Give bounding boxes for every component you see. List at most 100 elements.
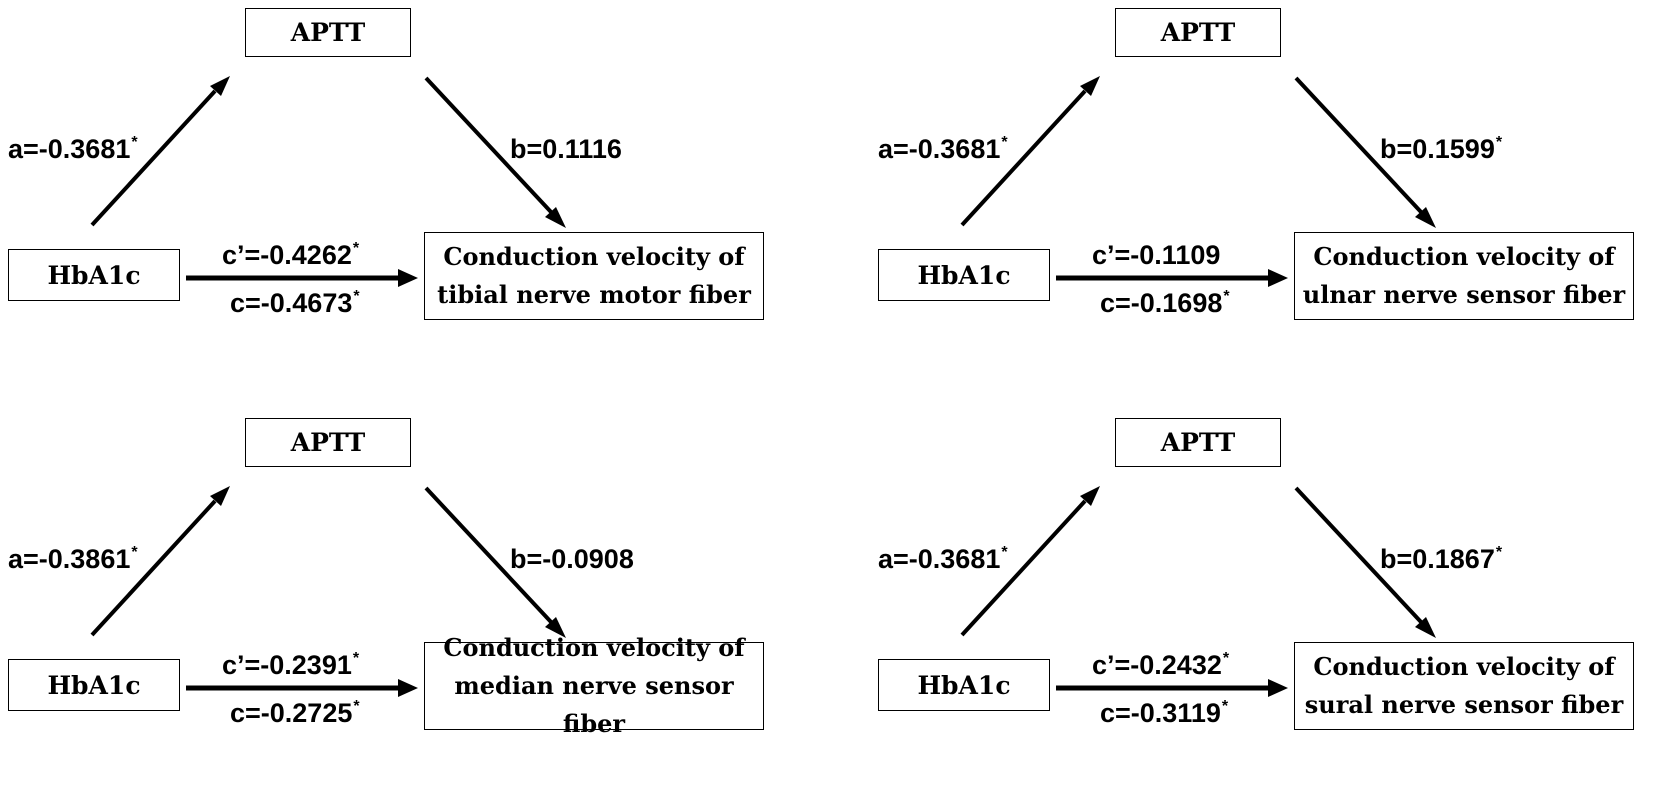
arrowhead-b bbox=[545, 617, 566, 638]
predictor-box: HbA1c bbox=[878, 249, 1050, 301]
coef-c-prime: c’=-0.1109 bbox=[1092, 240, 1221, 271]
mediator-box: APTT bbox=[1115, 418, 1281, 467]
predictor-label: HbA1c bbox=[47, 670, 141, 700]
path-arrows bbox=[960, 76, 1436, 287]
coef-a-value: a=-0.3681 bbox=[8, 134, 131, 164]
arrowhead-a bbox=[1080, 76, 1100, 96]
coef-c-value: c=-0.2725 bbox=[230, 698, 353, 728]
arrowhead-c bbox=[398, 269, 418, 287]
coef-a: a=-0.3861* bbox=[8, 544, 138, 575]
outcome-box: Conduction velocity of ulnar nerve senso… bbox=[1294, 232, 1634, 320]
coef-a-value: a=-0.3681 bbox=[878, 544, 1001, 574]
outcome-line-2: tibial nerve motor fiber bbox=[437, 280, 751, 309]
outcome-line-2: sural nerve sensor fiber bbox=[1304, 690, 1624, 719]
arrowhead-c bbox=[398, 679, 418, 697]
coef-a-sig: * bbox=[1001, 134, 1008, 151]
mediator-label: APTT bbox=[1160, 18, 1236, 47]
coef-c-prime-sig: * bbox=[352, 650, 360, 667]
coef-c-value: c=-0.1698 bbox=[1100, 288, 1223, 318]
arrow-a bbox=[90, 89, 217, 227]
arrow-b bbox=[424, 76, 553, 214]
coef-b: b=0.1599* bbox=[1380, 134, 1502, 165]
outcome-line-2: ulnar nerve sensor fiber bbox=[1302, 280, 1626, 309]
mediation-panel-tibial: APTT HbA1c Conduction velocity of tibial… bbox=[0, 0, 827, 381]
mediator-label: APTT bbox=[290, 428, 366, 457]
arrowhead-c bbox=[1268, 269, 1288, 287]
coef-b-value: b=0.1599 bbox=[1380, 134, 1495, 164]
coef-c-prime-sig: * bbox=[1222, 650, 1230, 667]
mediator-label: APTT bbox=[1160, 428, 1236, 457]
coef-b-value: b=0.1116 bbox=[510, 134, 622, 164]
predictor-box: HbA1c bbox=[8, 249, 180, 301]
outcome-line-2: median nerve sensor fiber bbox=[454, 671, 734, 738]
coef-c-prime: c’=-0.4262* bbox=[222, 240, 359, 271]
arrow-b bbox=[424, 486, 553, 624]
coef-b: b=0.1867* bbox=[1380, 544, 1502, 575]
coef-b: b=0.1116 bbox=[510, 134, 623, 165]
arrowhead-b bbox=[1415, 207, 1436, 228]
mediation-panel-median: APTT HbA1c Conduction velocity of median… bbox=[0, 410, 827, 791]
arrowhead-a bbox=[1080, 486, 1100, 506]
outcome-box: Conduction velocity of median nerve sens… bbox=[424, 633, 764, 738]
outcome-line-1: Conduction velocity of bbox=[1313, 652, 1615, 681]
coef-c-prime-value: c’=-0.1109 bbox=[1092, 240, 1221, 270]
arrowhead-a bbox=[210, 76, 230, 96]
coef-c-sig: * bbox=[1221, 698, 1229, 715]
coef-a-sig: * bbox=[131, 134, 138, 151]
coef-c-prime-value: c’=-0.4262 bbox=[222, 240, 352, 270]
mediation-panel-sural: APTT HbA1c Conduction velocity of sural … bbox=[870, 410, 1654, 791]
coef-b-value: b=-0.0908 bbox=[510, 544, 634, 574]
predictor-box: HbA1c bbox=[878, 659, 1050, 711]
mediator-box: APTT bbox=[245, 8, 411, 57]
outcome-line-1: Conduction velocity of bbox=[443, 242, 745, 271]
coef-c-prime: c’=-0.2432* bbox=[1092, 650, 1229, 681]
coef-c-value: c=-0.4673 bbox=[230, 288, 353, 318]
coef-c-value: c=-0.3119 bbox=[1100, 698, 1221, 728]
arrow-a bbox=[90, 499, 217, 637]
mediator-label: APTT bbox=[290, 18, 366, 47]
coef-c-prime-value: c’=-0.2391 bbox=[222, 650, 352, 680]
coef-c: c=-0.3119* bbox=[1100, 698, 1228, 729]
arrow-a bbox=[960, 89, 1087, 227]
predictor-label: HbA1c bbox=[917, 260, 1011, 290]
coef-c: c=-0.2725* bbox=[230, 698, 360, 729]
predictor-label: HbA1c bbox=[917, 670, 1011, 700]
path-arrows bbox=[90, 76, 566, 287]
coef-c: c=-0.1698* bbox=[1100, 288, 1230, 319]
outcome-line-1: Conduction velocity of bbox=[443, 633, 745, 662]
coef-b-sig: * bbox=[1495, 544, 1503, 561]
coef-a: a=-0.3681* bbox=[878, 544, 1008, 575]
outcome-line-1: Conduction velocity of bbox=[1313, 242, 1615, 271]
path-arrows bbox=[960, 486, 1436, 697]
coef-a: a=-0.3681* bbox=[8, 134, 138, 165]
coef-c-sig: * bbox=[353, 698, 360, 715]
coef-a-value: a=-0.3681 bbox=[878, 134, 1001, 164]
mediator-box: APTT bbox=[245, 418, 411, 467]
arrowhead-a bbox=[210, 486, 230, 506]
arrowhead-b bbox=[1415, 617, 1436, 638]
mediator-box: APTT bbox=[1115, 8, 1281, 57]
coef-c-sig: * bbox=[353, 288, 360, 305]
coef-b: b=-0.0908 bbox=[510, 544, 635, 575]
coef-c-prime-sig: * bbox=[352, 240, 360, 257]
predictor-label: HbA1c bbox=[47, 260, 141, 290]
coef-c: c=-0.4673* bbox=[230, 288, 360, 319]
arrowhead-c bbox=[1268, 679, 1288, 697]
arrow-a bbox=[960, 499, 1087, 637]
predictor-box: HbA1c bbox=[8, 659, 180, 711]
coef-a-value: a=-0.3861 bbox=[8, 544, 131, 574]
arrowhead-b bbox=[545, 207, 566, 228]
coef-c-sig: * bbox=[1223, 288, 1230, 305]
mediation-diagrams: APTT HbA1c Conduction velocity of tibial… bbox=[0, 0, 1654, 738]
arrow-b bbox=[1294, 76, 1423, 214]
coef-b-value: b=0.1867 bbox=[1380, 544, 1495, 574]
coef-b-sig: * bbox=[1495, 134, 1503, 151]
outcome-box: Conduction velocity of sural nerve senso… bbox=[1294, 642, 1634, 730]
coef-a-sig: * bbox=[1001, 544, 1008, 561]
coef-a: a=-0.3681* bbox=[878, 134, 1008, 165]
mediation-panel-ulnar: APTT HbA1c Conduction velocity of ulnar … bbox=[870, 0, 1654, 381]
arrow-b bbox=[1294, 486, 1423, 624]
coef-c-prime-value: c’=-0.2432 bbox=[1092, 650, 1222, 680]
outcome-box: Conduction velocity of tibial nerve moto… bbox=[424, 232, 764, 320]
path-arrows bbox=[90, 486, 566, 697]
